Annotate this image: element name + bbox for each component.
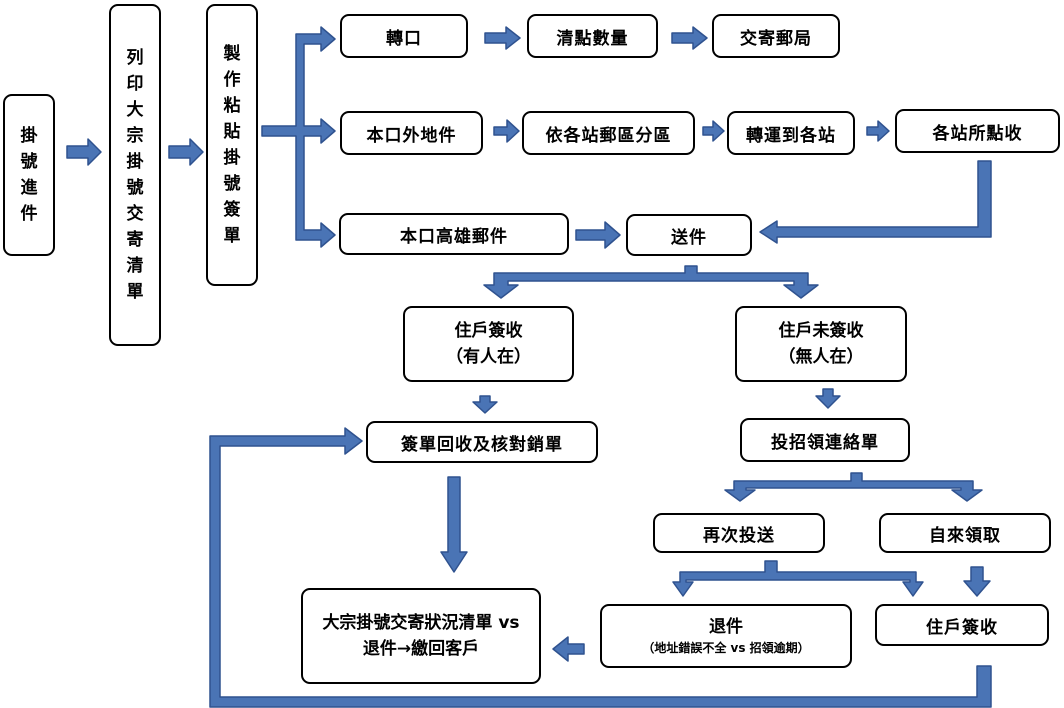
node-label: 各站所點收 xyxy=(932,123,1023,144)
node-label: 大宗掛號交寄狀況清單 vs xyxy=(322,613,520,633)
arrow-incoming-to-print xyxy=(66,138,102,166)
node-label: 住戶簽收 xyxy=(926,617,998,638)
node-label: 退件 xyxy=(709,617,743,637)
node-label: 簽單回收及核對銷單 xyxy=(401,434,563,455)
arrow-transit-to-count xyxy=(484,26,521,50)
node-count-quantity: 清點數量 xyxy=(527,14,658,58)
arrow-kaohsiung-to-delivery xyxy=(575,221,621,249)
loop-signed-to-receipt xyxy=(209,427,992,708)
node-label: 掛號進件 xyxy=(20,126,38,224)
node-label: 送件 xyxy=(671,227,707,248)
arrow-returned-to-final xyxy=(552,636,585,662)
arrow-transfer-to-station xyxy=(866,120,890,142)
node-delivery: 送件 xyxy=(626,214,752,256)
arrow-count-to-post xyxy=(671,26,708,50)
node-label: 自來領取 xyxy=(929,525,1001,546)
node-print-list: 列印大宗掛號交寄清單 xyxy=(109,4,161,346)
node-label-sub: 退件→繳回客戶 xyxy=(362,639,480,659)
node-transfer-stations: 轉運到各站 xyxy=(727,111,855,155)
node-label: 本口外地件 xyxy=(366,125,457,146)
node-label: 製作粘貼掛號簽單 xyxy=(223,44,241,246)
node-label: 依各站郵區分區 xyxy=(545,125,672,146)
node-label: 清點數量 xyxy=(556,28,629,49)
split-from-redeliver xyxy=(672,560,924,597)
node-local-external: 本口外地件 xyxy=(340,111,483,155)
connector-station-to-delivery xyxy=(759,160,992,244)
arrow-receipt-to-final xyxy=(440,476,468,573)
arrow-external-to-sort xyxy=(493,119,520,143)
node-label: 交寄郵局 xyxy=(740,28,812,49)
arrow-sort-to-transfer xyxy=(702,120,725,142)
node-final-report: 大宗掛號交寄狀況清單 vs 退件→繳回客戶 xyxy=(301,588,541,684)
node-label-sub: （地址錯誤不全 vs 招領逾期） xyxy=(642,641,810,655)
node-returned: 退件 （地址錯誤不全 vs 招領逾期） xyxy=(600,604,852,668)
node-pickup-notice: 投招領連絡單 xyxy=(740,418,910,462)
node-label: 再次投送 xyxy=(703,525,775,546)
node-label-sub: （無人在） xyxy=(778,347,864,367)
node-label: 轉運到各站 xyxy=(746,125,836,146)
split-from-notice xyxy=(724,472,983,502)
node-label-sub: （有人在） xyxy=(446,347,531,367)
node-station-check: 各站所點收 xyxy=(895,109,1060,153)
node-deliver-post-office: 交寄郵局 xyxy=(712,14,840,58)
node-label: 轉口 xyxy=(386,28,422,49)
node-resident-signed-present: 住戶簽收 （有人在） xyxy=(403,306,574,382)
node-label: 投招領連絡單 xyxy=(771,432,879,453)
arrow-signed-to-receipt xyxy=(472,395,498,414)
node-label: 住戶未簽收 xyxy=(778,321,864,341)
node-resident-unsigned-absent: 住戶未簽收 （無人在） xyxy=(735,306,907,382)
node-registered-incoming: 掛號進件 xyxy=(3,94,55,256)
arrow-print-to-labels xyxy=(168,138,204,166)
node-make-labels: 製作粘貼掛號簽單 xyxy=(206,4,258,286)
node-redeliver: 再次投送 xyxy=(653,513,825,553)
node-self-pickup: 自來領取 xyxy=(879,513,1051,553)
arrow-pickup-to-signed xyxy=(963,566,991,597)
node-transit: 轉口 xyxy=(340,14,468,58)
node-sort-by-zip: 依各站郵區分區 xyxy=(522,111,695,155)
node-local-kaohsiung: 本口高雄郵件 xyxy=(339,213,569,255)
node-label: 列印大宗掛號交寄清單 xyxy=(126,48,144,302)
arrow-unsigned-to-notice xyxy=(815,388,841,409)
branch-from-labels xyxy=(261,26,336,248)
split-from-delivery xyxy=(483,265,819,299)
node-label: 住戶簽收 xyxy=(454,321,523,341)
node-label: 本口高雄郵件 xyxy=(400,226,508,247)
node-resident-signed: 住戶簽收 xyxy=(875,604,1049,646)
node-receipt-return: 簽單回收及核對銷單 xyxy=(366,421,598,463)
